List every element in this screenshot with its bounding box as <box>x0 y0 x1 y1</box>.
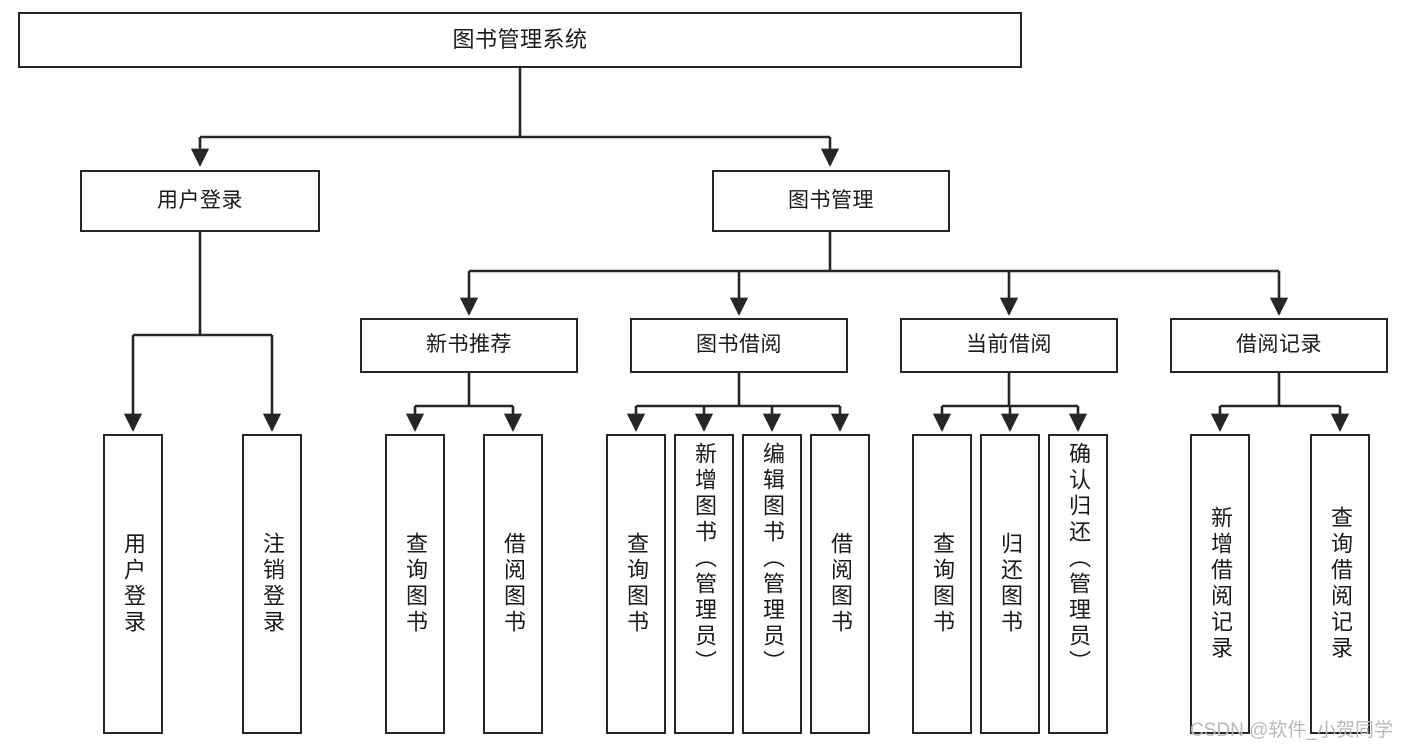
leaf-logout-label: 注销登录 <box>260 532 285 636</box>
leaf-return-book-label: 归还图书 <box>998 532 1023 636</box>
node-book-manage[interactable]: 图书管理 <box>712 170 950 232</box>
leaf-add-borrow-record[interactable]: 新增借阅记录 <box>1190 434 1250 734</box>
leaf-new-book-query-label: 查询图书 <box>403 532 428 636</box>
leaf-current-query-book[interactable]: 查询图书 <box>912 434 972 734</box>
leaf-confirm-return-admin[interactable]: 确认归还（管理员） <box>1048 434 1108 734</box>
node-user-login[interactable]: 用户登录 <box>80 170 320 232</box>
leaf-new-book-query[interactable]: 查询图书 <box>385 434 445 734</box>
node-new-book-recommend-label: 新书推荐 <box>426 333 512 357</box>
leaf-borrow-book[interactable]: 借阅图书 <box>810 434 870 734</box>
node-book-borrow-label: 图书借阅 <box>696 333 782 357</box>
leaf-new-book-borrow-label: 借阅图书 <box>501 532 526 636</box>
leaf-edit-book-admin[interactable]: 编辑图书（管理员） <box>742 434 802 734</box>
leaf-edit-book-admin-label: 编辑图书（管理员） <box>760 442 785 676</box>
leaf-user-login-label: 用户登录 <box>121 532 146 636</box>
node-root-label: 图书管理系统 <box>452 27 588 53</box>
leaf-borrow-query-book-label: 查询图书 <box>624 532 649 636</box>
leaf-borrow-book-label: 借阅图书 <box>828 532 853 636</box>
leaf-query-borrow-record[interactable]: 查询借阅记录 <box>1310 434 1370 734</box>
node-borrow-record-label: 借阅记录 <box>1236 333 1322 357</box>
leaf-logout[interactable]: 注销登录 <box>242 434 302 734</box>
csdn-watermark: CSDN @软件_小贺同学 <box>1190 720 1393 741</box>
node-book-borrow[interactable]: 图书借阅 <box>630 318 848 373</box>
leaf-new-book-borrow[interactable]: 借阅图书 <box>483 434 543 734</box>
node-new-book-recommend[interactable]: 新书推荐 <box>360 318 578 373</box>
node-root[interactable]: 图书管理系统 <box>18 12 1022 68</box>
leaf-confirm-return-admin-label: 确认归还（管理员） <box>1066 442 1091 676</box>
leaf-return-book[interactable]: 归还图书 <box>980 434 1040 734</box>
node-current-borrow[interactable]: 当前借阅 <box>900 318 1118 373</box>
leaf-query-borrow-record-label: 查询借阅记录 <box>1328 506 1353 662</box>
leaf-current-query-book-label: 查询图书 <box>930 532 955 636</box>
leaf-add-book-admin[interactable]: 新增图书（管理员） <box>674 434 734 734</box>
leaf-add-book-admin-label: 新增图书（管理员） <box>692 442 717 676</box>
leaf-add-borrow-record-label: 新增借阅记录 <box>1208 506 1233 662</box>
leaf-user-login[interactable]: 用户登录 <box>103 434 163 734</box>
leaf-borrow-query-book[interactable]: 查询图书 <box>606 434 666 734</box>
node-book-manage-label: 图书管理 <box>788 188 874 212</box>
node-user-login-label: 用户登录 <box>157 188 243 212</box>
node-current-borrow-label: 当前借阅 <box>966 333 1052 357</box>
node-borrow-record[interactable]: 借阅记录 <box>1170 318 1388 373</box>
